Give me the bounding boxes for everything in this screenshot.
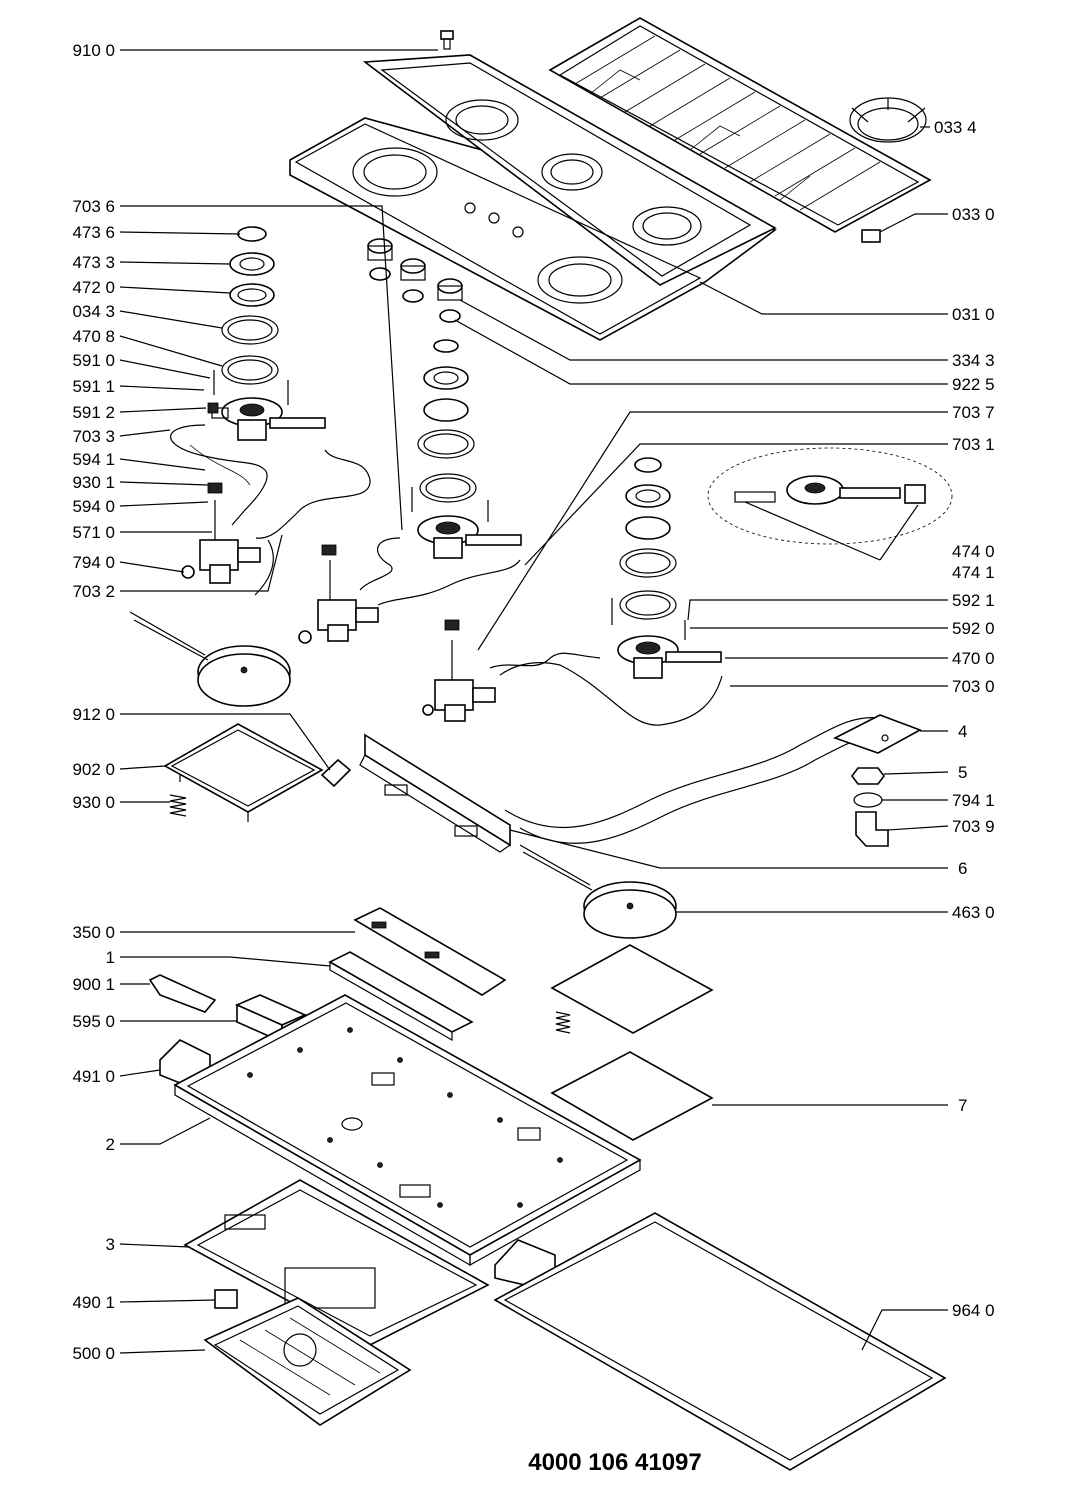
label-right: 592 1 bbox=[952, 591, 995, 610]
label-right: 4 bbox=[958, 722, 967, 741]
burner-stack-left bbox=[221, 226, 279, 385]
label-left: 902 0 bbox=[72, 760, 115, 779]
hotplate-463 bbox=[519, 844, 677, 939]
label-left: 591 0 bbox=[72, 351, 115, 370]
part-drawings bbox=[129, 17, 953, 1471]
label-left: 490 1 bbox=[72, 1293, 115, 1312]
clip-490-icon bbox=[214, 1289, 238, 1309]
electronic-board-350 bbox=[353, 907, 507, 996]
label-right: 592 0 bbox=[952, 619, 995, 638]
label-right: 474 1 bbox=[952, 563, 995, 582]
hotplate-upper-left bbox=[129, 611, 291, 707]
label-right: 703 9 bbox=[952, 817, 995, 836]
gasket-964 bbox=[493, 1212, 947, 1471]
label-left: 473 3 bbox=[72, 253, 115, 272]
label-left: 500 0 bbox=[72, 1344, 115, 1363]
label-left: 470 8 bbox=[72, 327, 115, 346]
gas-pipes-center bbox=[298, 537, 521, 644]
bottom-tray-2 bbox=[173, 994, 642, 1267]
label-left: 350 0 bbox=[72, 923, 115, 942]
label-left: 594 1 bbox=[72, 450, 115, 469]
label-left: 912 0 bbox=[72, 705, 115, 724]
label-right: 7 bbox=[958, 1096, 967, 1115]
label-right: 5 bbox=[958, 763, 967, 782]
burner-stack-center bbox=[411, 339, 522, 559]
label-left: 472 0 bbox=[72, 278, 115, 297]
cups-334-922 bbox=[367, 238, 463, 323]
electronic-module-500 bbox=[203, 1297, 412, 1426]
gas-pipes-right bbox=[422, 619, 723, 726]
cover-plate-1 bbox=[328, 951, 474, 1042]
detail-inset-474 bbox=[707, 447, 953, 545]
control-rail bbox=[359, 733, 512, 853]
label-left: 1 bbox=[106, 948, 115, 967]
label-left: 491 0 bbox=[72, 1067, 115, 1086]
label-right: 463 0 bbox=[952, 903, 995, 922]
screw-912-icon bbox=[320, 758, 352, 788]
label-left: 910 0 bbox=[72, 41, 115, 60]
label-right: 470 0 bbox=[952, 649, 995, 668]
label-left: 930 0 bbox=[72, 793, 115, 812]
document-number: 4000 106 41097 bbox=[528, 1449, 702, 1476]
gas-rail-pipe bbox=[504, 714, 922, 844]
label-right: 031 0 bbox=[952, 305, 995, 324]
label-left: 2 bbox=[106, 1135, 115, 1154]
label-left: 703 3 bbox=[72, 427, 115, 446]
label-left: 3 bbox=[106, 1235, 115, 1254]
pan-support-grid bbox=[548, 17, 932, 243]
label-right: 703 1 bbox=[952, 435, 995, 454]
label-left: 595 0 bbox=[72, 1012, 115, 1031]
label-right: 033 4 bbox=[934, 118, 977, 137]
gas-tap-left bbox=[181, 482, 261, 584]
bracket-plate-902 bbox=[163, 723, 324, 822]
label-right: 6 bbox=[958, 859, 967, 878]
label-left: 703 2 bbox=[72, 582, 115, 601]
label-left: 591 1 bbox=[72, 377, 115, 396]
burner-stack-right bbox=[611, 457, 722, 679]
leader-lines bbox=[119, 49, 949, 1354]
label-left: 594 0 bbox=[72, 497, 115, 516]
screw-910-icon bbox=[440, 30, 454, 50]
label-right: 922 5 bbox=[952, 375, 995, 394]
label-right: 334 3 bbox=[952, 351, 995, 370]
bracket-plate-7 bbox=[550, 944, 714, 1141]
label-left: 034 3 bbox=[72, 302, 115, 321]
label-right: 703 0 bbox=[952, 677, 995, 696]
spring-930-icon bbox=[169, 794, 187, 817]
label-left: 703 6 bbox=[72, 197, 115, 216]
label-right: 794 1 bbox=[952, 791, 995, 810]
label-left: 900 1 bbox=[72, 975, 115, 994]
burner-body-left bbox=[207, 370, 326, 441]
label-left: 794 0 bbox=[72, 553, 115, 572]
label-right: 033 0 bbox=[952, 205, 995, 224]
label-left: 473 6 bbox=[72, 223, 115, 242]
wok-ring-033-4-icon bbox=[849, 97, 927, 143]
label-right: 474 0 bbox=[952, 542, 995, 561]
label-right: 703 7 bbox=[952, 403, 995, 422]
fittings-right bbox=[851, 767, 889, 847]
label-left: 930 1 bbox=[72, 473, 115, 492]
label-left: 571 0 bbox=[72, 523, 115, 542]
label-right: 964 0 bbox=[952, 1301, 995, 1320]
handle-900-icon bbox=[148, 974, 217, 1013]
label-left: 591 2 bbox=[72, 403, 115, 422]
hob-top-glass bbox=[289, 54, 777, 341]
part-labels: 910 0 703 6 473 6 473 3 472 0 034 3 470 … bbox=[72, 41, 994, 1476]
